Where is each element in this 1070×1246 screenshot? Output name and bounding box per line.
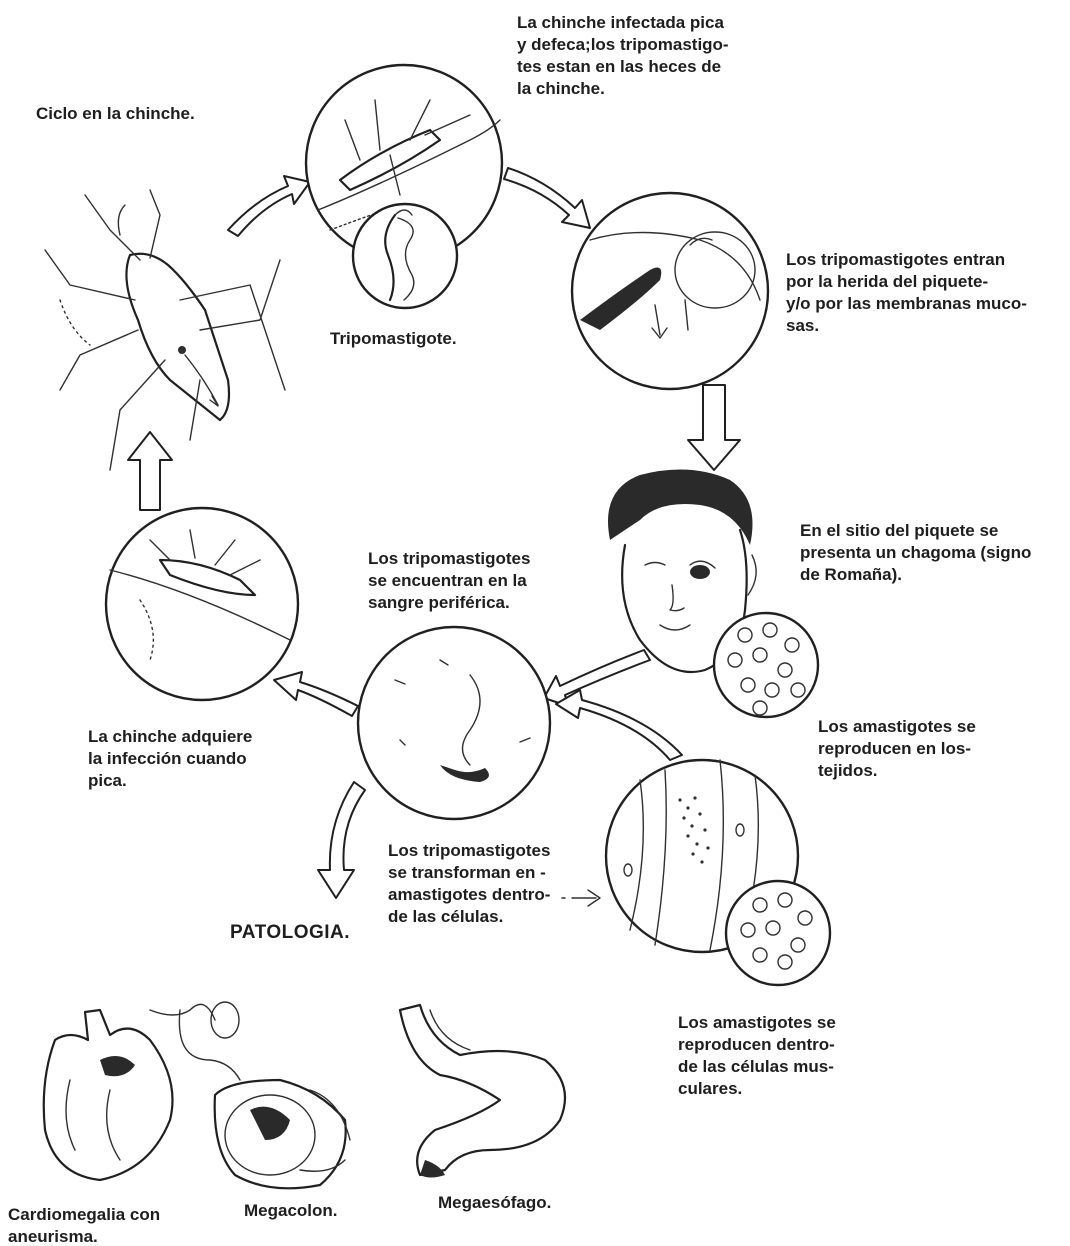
- arrow-bite-to-entry: [504, 168, 590, 228]
- arrow-transform-to-muscle: [562, 890, 600, 906]
- arrow-muscle-to-blood: [556, 690, 682, 760]
- label-peripheral-blood: Los tripomastigotes se encuentran en la …: [368, 548, 530, 614]
- arrow-blood-to-pathology: [318, 782, 365, 898]
- label-tripomastigote: Tripomastigote.: [330, 328, 457, 350]
- label-bug-cycle: Ciclo en la chinche.: [36, 103, 195, 125]
- muscle-amastigotes-inset: [726, 881, 830, 985]
- blood-circle: [358, 627, 550, 819]
- label-entry-wound: Los tripomastigotes entran por la herida…: [786, 249, 1027, 337]
- feeding-bug-circle: [106, 508, 298, 700]
- label-cardiomegaly: Cardiomegalia con aneurisma.: [8, 1204, 160, 1246]
- tissue-amastigotes-inset: [714, 613, 818, 717]
- label-tissue-amastigotes: Los amastigotes se reproducen en los- te…: [818, 716, 976, 782]
- label-infected-bug-bites: La chinche infectada pica y defeca;los t…: [517, 12, 729, 100]
- colon-illustration: [150, 1002, 350, 1188]
- heart-illustration: [44, 1010, 173, 1180]
- label-transform-amastigotes: Los tripomastigotes se transforman en - …: [388, 840, 550, 928]
- triatomine-bug-illustration: [45, 190, 285, 470]
- tripomastigote-inset: [353, 204, 457, 308]
- label-pathology: PATOLOGIA.: [230, 922, 350, 944]
- label-megaesophagus: Megaesófago.: [438, 1192, 551, 1214]
- arrow-face-to-blood: [544, 650, 650, 706]
- label-megacolon: Megacolon.: [244, 1200, 338, 1222]
- label-chagoma: En el sitio del piquete se presenta un c…: [800, 520, 1031, 586]
- label-muscle-amastigotes: Los amastigotes se reproducen dentro- de…: [678, 1012, 836, 1100]
- arrow-blood-to-bite2: [274, 672, 358, 716]
- esophagus-illustration: [400, 1005, 565, 1178]
- arrow-bite2-to-bug: [128, 432, 172, 510]
- arrow-bug-to-bite: [228, 176, 310, 236]
- entry-circle: [572, 193, 768, 389]
- label-bug-acquires: La chinche adquiere la infección cuando …: [88, 726, 252, 792]
- arrow-entry-to-face: [688, 385, 740, 470]
